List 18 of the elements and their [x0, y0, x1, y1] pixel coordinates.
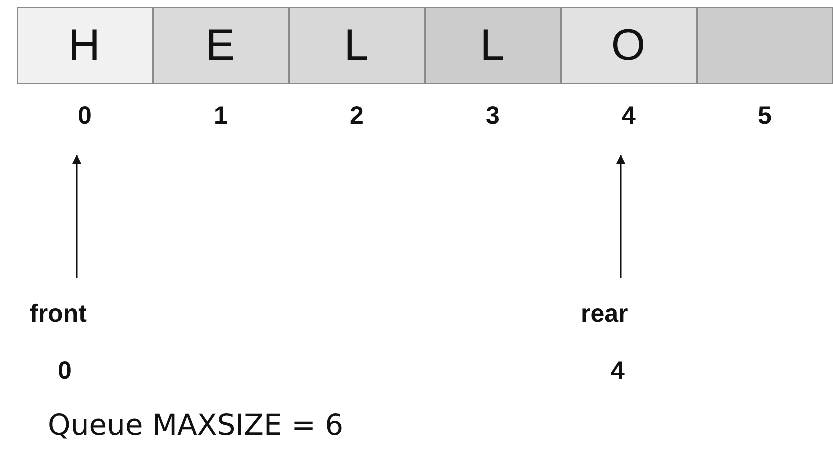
index-label: 0: [78, 102, 92, 131]
caption: Queue MAXSIZE = 6: [48, 408, 344, 442]
index-label: 3: [486, 102, 500, 131]
pointer-name: rear: [581, 300, 628, 329]
pointer-name: front: [30, 300, 87, 329]
pointer-value: 4: [611, 357, 625, 386]
arrow: [72, 155, 82, 278]
array-cell: L: [288, 7, 424, 84]
arrow: [616, 155, 626, 278]
array-cell: E: [152, 7, 288, 84]
array-cell: L: [424, 7, 560, 84]
array-cell: H: [16, 7, 152, 84]
array-cell: O: [560, 7, 696, 84]
index-label: 5: [758, 102, 772, 131]
index-label: 1: [214, 102, 228, 131]
pointer-value: 0: [58, 357, 72, 386]
index-label: 2: [350, 102, 364, 131]
index-label: 4: [622, 102, 636, 131]
